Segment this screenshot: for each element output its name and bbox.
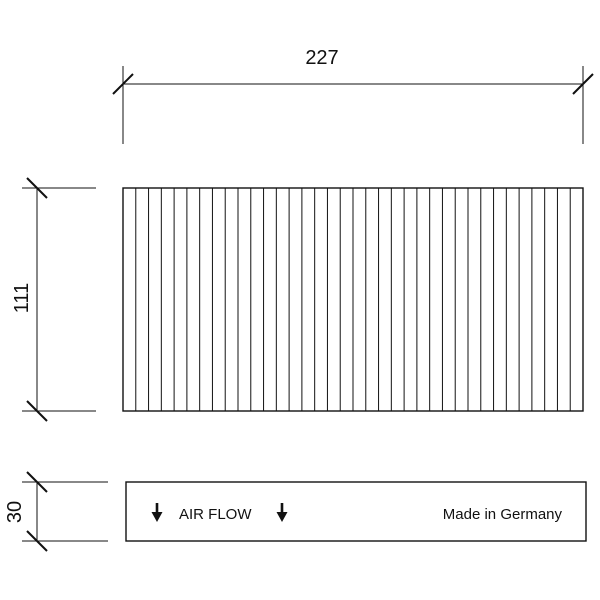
depth-tick-bottom <box>26 530 48 552</box>
down-arrow-icon <box>151 503 163 522</box>
width-value: 227 <box>305 47 338 69</box>
width-tick-right <box>572 73 594 95</box>
depth-value: 30 <box>4 501 26 523</box>
origin-label: Made in Germany <box>443 506 563 523</box>
filter-front-view <box>122 187 584 412</box>
down-arrow-icon <box>276 503 288 522</box>
filter-side-view: AIR FLOW Made in Germany <box>125 481 587 542</box>
height-value: 111 <box>11 283 33 313</box>
width-dimension: 227 <box>112 47 594 144</box>
height-tick-top <box>26 177 48 199</box>
airflow-label: AIR FLOW <box>179 506 252 523</box>
height-tick-bottom <box>26 400 48 422</box>
depth-dimension: 30 <box>4 471 108 552</box>
side-view-outline <box>125 481 587 542</box>
height-dimension: 111 <box>11 177 96 422</box>
filter-pleats <box>135 188 571 411</box>
depth-tick-top <box>26 471 48 493</box>
width-tick-left <box>112 73 134 95</box>
